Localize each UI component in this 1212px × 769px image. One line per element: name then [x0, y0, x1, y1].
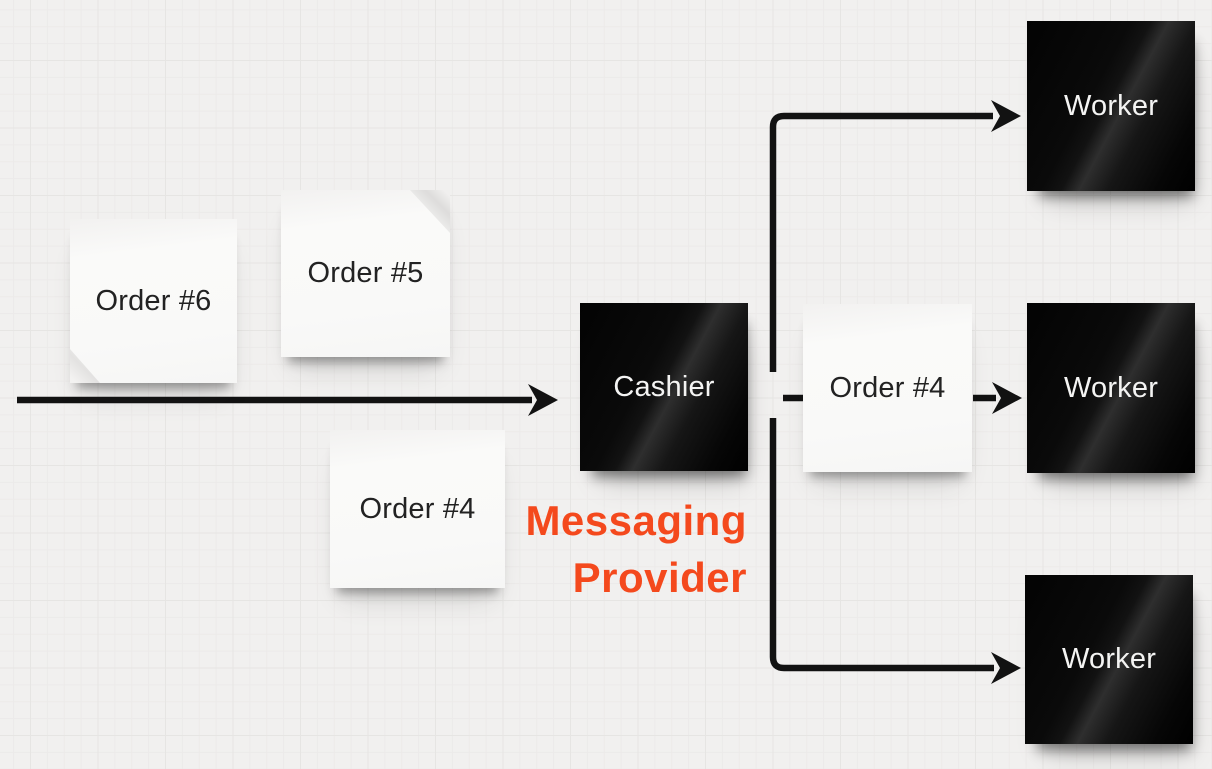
sticky-note-order-5[interactable]: Order #5 — [281, 190, 450, 357]
annotation-line-1: Messaging — [525, 497, 747, 544]
note-label: Cashier — [613, 370, 715, 403]
sticky-note-order-6[interactable]: Order #6 — [70, 219, 237, 383]
note-label: Order #6 — [95, 284, 212, 317]
sticky-note-worker-bottom[interactable]: Worker — [1025, 575, 1193, 744]
sticky-note-worker-middle[interactable]: Worker — [1027, 303, 1195, 473]
folded-corner — [410, 190, 450, 233]
sticky-note-worker-top[interactable]: Worker — [1027, 21, 1195, 191]
inbound-arrow[interactable] — [17, 384, 558, 416]
sticky-note-cashier[interactable]: Cashier — [580, 303, 748, 471]
note-label: Worker — [1063, 89, 1159, 122]
note-label: Order #4 — [829, 371, 946, 404]
fanout-middle-arrow[interactable] — [783, 382, 1022, 414]
folded-corner — [70, 349, 100, 383]
sticky-note-order-4-right[interactable]: Order #4 — [803, 304, 972, 472]
messaging-provider-annotation[interactable]: Messaging Provider — [427, 492, 747, 606]
fanout-bottom-arrow[interactable] — [769, 418, 1021, 684]
note-label: Order #5 — [307, 257, 424, 289]
note-label: Worker — [1061, 643, 1157, 675]
note-label: Worker — [1063, 371, 1159, 404]
fanout-top-arrow[interactable] — [769, 100, 1021, 372]
annotation-line-2: Provider — [572, 554, 747, 601]
